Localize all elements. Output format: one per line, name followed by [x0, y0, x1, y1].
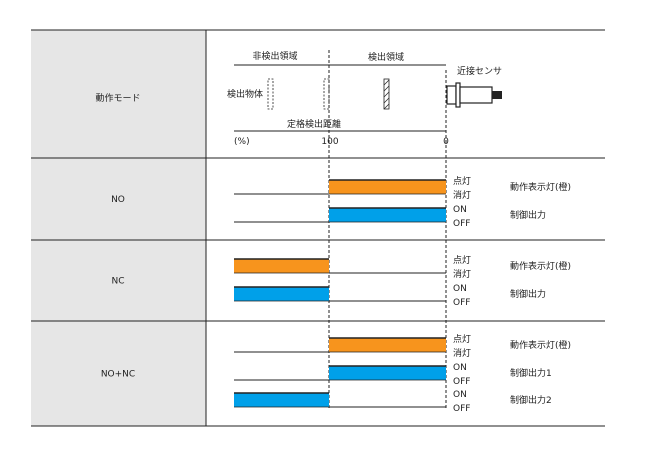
signal-on-state: ON — [453, 205, 467, 215]
signal-on-state: ON — [453, 390, 467, 400]
signal-label: 動作表示灯(橙) — [510, 181, 571, 193]
signal-off-state: OFF — [453, 298, 470, 308]
target-object-label: 検出物体 — [227, 88, 263, 100]
target-object-far-icon — [267, 78, 274, 110]
signal-label: 制御出力 — [510, 209, 546, 221]
signal-off-state: 消灯 — [453, 268, 471, 280]
signal-off-state: OFF — [453, 219, 470, 229]
signal-label: 制御出力 — [510, 288, 546, 300]
signal-label: 動作表示灯(橙) — [510, 339, 571, 351]
signal-label: 制御出力1 — [510, 367, 552, 379]
signal-off-state: 消灯 — [453, 189, 471, 201]
target-object-detected-icon — [383, 78, 390, 110]
indicator-on-bar — [329, 180, 446, 194]
percent-unit-label: (%) — [234, 137, 250, 147]
signal-on-state: 点灯 — [453, 176, 471, 187]
timing-rows: NO点灯消灯動作表示灯(橙)ONOFF制御出力NC点灯消灯動作表示灯(橙)ONO… — [101, 176, 571, 414]
mode-name: NC — [111, 277, 124, 287]
target-object-hatch — [383, 79, 390, 110]
output-on-bar — [329, 208, 446, 222]
signal-off-state: OFF — [453, 377, 470, 387]
rated-distance-label: 定格検出距離 — [287, 118, 341, 130]
proximity-sensor-icon — [446, 82, 502, 108]
signal-on-state: ON — [453, 363, 467, 373]
output-on-bar — [234, 393, 329, 407]
indicator-on-bar — [234, 259, 329, 273]
mode-name: NO — [111, 195, 125, 205]
indicator-on-bar — [329, 338, 446, 352]
signal-off-state: OFF — [453, 404, 470, 414]
signal-on-state: 点灯 — [453, 334, 471, 345]
signal-label: 制御出力2 — [510, 394, 552, 406]
signal-off-state: 消灯 — [453, 347, 471, 359]
mode-label-panel — [31, 30, 206, 426]
non-detect-area-label: 非検出領域 — [252, 50, 297, 62]
mode-name: NO+NC — [101, 370, 135, 380]
detect-area-label: 検出領域 — [368, 51, 404, 63]
target-object-boundary-icon — [323, 78, 330, 110]
output-on-bar — [329, 366, 446, 380]
mode-column-title: 動作モード — [95, 92, 140, 104]
proximity-sensor-label: 近接センサ — [457, 65, 502, 77]
output-on-bar — [234, 287, 329, 301]
signal-on-state: ON — [453, 284, 467, 294]
tick-100-label: 100 — [321, 137, 338, 147]
signal-label: 動作表示灯(橙) — [510, 260, 571, 272]
signal-on-state: 点灯 — [453, 255, 471, 266]
